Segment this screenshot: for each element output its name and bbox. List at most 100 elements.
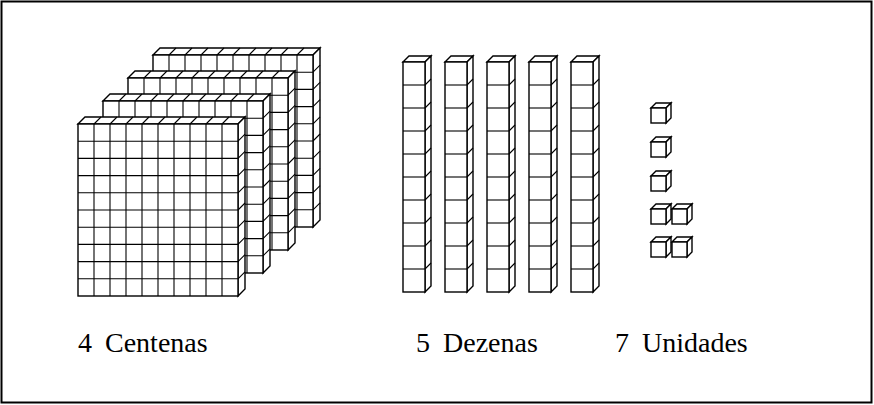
hundred-flat-grid — [288, 123, 295, 130]
ten-rod-grid — [571, 268, 593, 269]
unit-cube-front — [672, 242, 687, 257]
hundred-flat-top — [78, 117, 245, 124]
place-value-label: 4 Centenas — [78, 329, 208, 357]
hundred-flat-grid — [313, 100, 320, 107]
hundred-flat-top — [103, 94, 270, 101]
ten-rod-grid — [529, 222, 551, 223]
hundred-flat-grid — [174, 117, 181, 124]
ten-rod-grid — [403, 199, 425, 200]
hundred-flat-grid — [272, 71, 279, 78]
ten-rod-grid — [551, 125, 557, 131]
hundred-flat-grid — [185, 48, 192, 55]
ten-rod — [529, 56, 557, 292]
unit-cube-side — [666, 237, 671, 257]
unit-cube-front — [651, 142, 666, 157]
hundred-flat-grid — [238, 220, 245, 227]
ten-rod-grid — [403, 222, 425, 223]
hundred-flat-grid — [247, 94, 254, 101]
hundred-flat-grid — [263, 128, 270, 135]
ten-rod-grid — [593, 217, 599, 223]
ten-rod — [571, 56, 599, 292]
hundred-flat-grid — [288, 174, 295, 181]
hundred-flat-grid — [78, 141, 238, 142]
ten-rod-grid — [509, 79, 515, 85]
ten-rod-grid — [467, 217, 473, 223]
ten-rod-front — [445, 62, 467, 292]
ten-rod-grid — [571, 199, 593, 200]
unit-cube — [651, 137, 671, 157]
hundred-flat-grid — [94, 117, 101, 124]
hundred-flat-grid — [126, 117, 133, 124]
hundred-flat-grid — [288, 226, 295, 233]
hundred-flat-grid — [78, 244, 238, 245]
ten-rod-front — [403, 62, 425, 292]
ten-rod-side — [425, 56, 431, 292]
ten-rod-side — [467, 56, 473, 292]
hundred-flat-grid — [263, 180, 270, 187]
hundred-flat-side — [313, 48, 320, 227]
ten-rod-grid — [445, 199, 467, 200]
hundred-flat-top — [128, 71, 295, 78]
hundred-flat-grid — [263, 214, 270, 221]
ten-rod-grid — [425, 217, 431, 223]
hundred-flat-grid — [206, 117, 213, 124]
ten-rod-grid — [403, 153, 425, 154]
ten-rod-grid — [425, 125, 431, 131]
unit-cube — [651, 103, 671, 123]
ten-rod-grid — [487, 222, 509, 223]
ten-rod-grid — [425, 240, 431, 246]
ten-rod-grid — [467, 102, 473, 108]
unit-cube — [672, 237, 692, 257]
ten-rod-grid — [529, 268, 551, 269]
hundred-flat-grid — [233, 48, 240, 55]
ten-rod-grid — [509, 171, 515, 177]
hundred-flat-grid — [215, 94, 222, 101]
hundred-flat-grid — [158, 117, 165, 124]
hundred-flat-grid — [238, 237, 245, 244]
ten-rod-grid — [571, 176, 593, 177]
ten-rod-grid — [403, 176, 425, 177]
ten-rod-grid — [571, 107, 593, 108]
unit-cube — [651, 204, 671, 224]
ten-rod-grid — [529, 84, 551, 85]
hundred-flat-grid — [151, 94, 158, 101]
hundred-flat-grid — [263, 163, 270, 170]
ten-rod-grid — [571, 153, 593, 154]
unit-cube-front — [651, 242, 666, 257]
ten-rod-grid — [403, 107, 425, 108]
hundred-flat-grid — [263, 146, 270, 153]
hundred-flat-grid — [238, 272, 245, 279]
ten-rod-grid — [467, 240, 473, 246]
ten-rod-grid — [487, 84, 509, 85]
unit-cube-front — [672, 209, 687, 224]
hundred-flat-grid — [288, 157, 295, 164]
unit-cube-side — [666, 137, 671, 157]
hundred-flat-grid — [238, 151, 245, 158]
hundred-flat-grid — [288, 140, 295, 147]
hundred-flat-grid — [176, 71, 183, 78]
ten-rod-grid — [571, 84, 593, 85]
ten-rod-grid — [467, 148, 473, 154]
ten-rod-side — [593, 56, 599, 292]
ten-rod-grid — [445, 130, 467, 131]
hundred-flat-grid — [313, 134, 320, 141]
hundred-flat-grid — [263, 111, 270, 118]
unit-cube — [672, 204, 692, 224]
ten-rod-grid — [593, 125, 599, 131]
ten-rod-grid — [551, 148, 557, 154]
place-value-label: 7 Unidades — [615, 329, 748, 357]
ten-rod-grid — [529, 107, 551, 108]
ten-rod-grid — [571, 222, 593, 223]
hundred-flat-grid — [169, 48, 176, 55]
hundred-flat-grid — [313, 151, 320, 158]
hundred-flat-front — [78, 124, 238, 296]
ten-rod-grid — [403, 268, 425, 269]
hundred-flat-grid — [160, 71, 167, 78]
ten-rod-grid — [551, 79, 557, 85]
ten-rod-grid — [509, 125, 515, 131]
hundred-flat-grid — [238, 203, 245, 210]
hundred-flat-grid — [190, 117, 197, 124]
hundred-flat-grid — [297, 48, 304, 55]
unit-cube — [651, 171, 671, 191]
hundred-flat-grid — [78, 278, 238, 279]
